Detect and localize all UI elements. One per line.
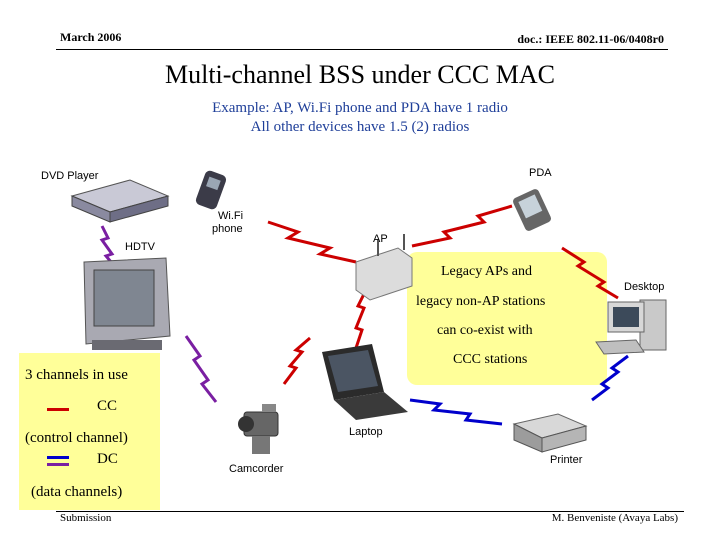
legend-dc-swatch-2: [47, 463, 69, 466]
subtitle-line-2: All other devices have 1.5 (2) radios: [250, 119, 470, 135]
legend-dc-swatch-1: [47, 456, 69, 459]
label-camcorder: Camcorder: [229, 463, 284, 475]
label-desktop: Desktop: [624, 281, 665, 293]
link-printer-desktop: [591, 354, 629, 402]
laptop-icon: [322, 344, 408, 420]
legacy-callout: Legacy APs and legacy non-AP stations ca…: [407, 252, 607, 385]
camcorder-icon: [238, 404, 279, 454]
label-ap: AP: [373, 233, 388, 245]
channel-legend: 3 channels in use CC (control channel) D…: [19, 353, 160, 510]
label-hdtv: HDTV: [125, 241, 155, 253]
slide-title: Multi-channel BSS under CCC MAC: [164, 60, 555, 89]
legend-cc-label: CC: [97, 398, 118, 414]
label-printer: Printer: [550, 454, 583, 466]
legend-dc-label: DC: [97, 451, 118, 467]
link-phone-ap: [267, 220, 357, 264]
label-wifi-phone-2: phone: [212, 223, 243, 235]
header-rule: [56, 49, 668, 50]
label-dvd-player: DVD Player: [41, 170, 99, 182]
label-pda: PDA: [529, 167, 552, 179]
label-laptop: Laptop: [349, 426, 383, 438]
link-ap-pda: [411, 204, 513, 248]
link-laptop-printer: [409, 398, 503, 426]
wifi-phone-icon: [195, 170, 227, 210]
footer-submission: Submission: [60, 512, 112, 524]
label-wifi-phone-1: Wi.Fi: [218, 210, 244, 222]
link-camcorder-laptop: [282, 336, 311, 385]
link-ap-desktop: [561, 246, 619, 300]
legend-dc-description: (data channels): [31, 484, 123, 500]
link-laptop-ap: [354, 289, 368, 349]
link-dvd-hdtv: [99, 225, 118, 269]
footer-author: M. Benveniste (Avaya Labs): [551, 512, 678, 524]
callout-line-2: legacy non-AP stations: [416, 294, 546, 309]
legend-cc-swatch: [47, 408, 69, 411]
footer-rule: [56, 511, 684, 512]
printer-icon: [512, 413, 588, 453]
callout-line-4: CCC stations: [453, 352, 528, 367]
subtitle-line-1: Example: AP, Wi.Fi phone and PDA have 1 …: [212, 100, 508, 116]
header-date: March 2006: [60, 30, 122, 44]
link-hdtv-camcorder: [184, 335, 218, 403]
legend-cc-description: (control channel): [25, 430, 128, 446]
header-doc-id: doc.: IEEE 802.11-06/0408r0: [517, 32, 664, 46]
hdtv-icon: [83, 257, 171, 350]
pda-icon: [513, 189, 551, 231]
callout-line-3: can co-exist with: [437, 323, 533, 338]
callout-line-1: Legacy APs and: [441, 264, 532, 279]
access-point-icon: [355, 234, 413, 301]
dvd-player-icon: [70, 179, 170, 223]
legend-title: 3 channels in use: [25, 367, 128, 383]
desktop-icon: [595, 299, 667, 355]
